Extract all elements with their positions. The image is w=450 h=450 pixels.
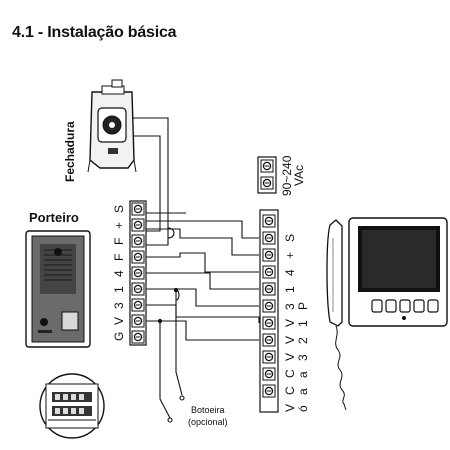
- right-terminal-label: C: [283, 369, 297, 378]
- right-terminal-label: S: [283, 234, 297, 242]
- button-sublabel: (opcional): [188, 417, 228, 427]
- wiring: [132, 117, 260, 423]
- left-terminal-label: 3: [112, 302, 126, 309]
- right-terminal-label: C: [283, 386, 297, 395]
- monitor-handset: [326, 219, 343, 327]
- power-label-unit: VAc: [292, 165, 306, 186]
- doorphone-unit: [25, 230, 91, 348]
- power-label-voltage: 90~240: [280, 155, 294, 196]
- left-terminal-labels: G V 3 1 4 F F + S: [112, 205, 126, 341]
- lock-label: Fechadura: [63, 121, 77, 182]
- left-terminal-block: [129, 200, 147, 346]
- right-terminal-label: 3: [283, 303, 297, 310]
- button-label: Botoeira: [191, 405, 225, 415]
- video-monitor: [348, 217, 448, 327]
- handset-cord: [335, 325, 347, 411]
- electric-lock: [87, 79, 137, 173]
- right-terminal-label: +: [283, 252, 297, 259]
- left-terminal-label: F: [112, 238, 126, 245]
- left-terminal-label: +: [112, 222, 126, 229]
- right-terminal-sublabel: ó: [296, 405, 310, 412]
- right-terminal-sublabel: 1: [296, 320, 310, 327]
- right-terminal-sublabel: P: [296, 302, 310, 310]
- right-terminal-label: V: [283, 319, 297, 327]
- right-terminal-label: V: [283, 353, 297, 361]
- doorphone-label: Porteiro: [29, 210, 79, 225]
- left-terminal-label: F: [112, 254, 126, 261]
- power-terminal: [257, 156, 277, 194]
- left-terminal-label: G: [112, 332, 126, 341]
- right-terminal-label: V: [283, 404, 297, 412]
- section-title: 4.1 - Instalação básica: [12, 24, 177, 41]
- left-terminal-label: V: [112, 317, 126, 325]
- right-terminal-sublabel: a: [296, 388, 310, 395]
- left-terminal-label: 1: [112, 286, 126, 293]
- right-terminal-sublabel: 3: [296, 354, 310, 361]
- right-terminal-label: V: [283, 336, 297, 344]
- right-terminal-block: [259, 209, 279, 413]
- left-terminal-label: 4: [112, 270, 126, 277]
- right-terminal-sublabel: a: [296, 371, 310, 378]
- connector-detail: [39, 373, 105, 439]
- left-terminal-label: S: [112, 205, 126, 213]
- right-terminal-label: 1: [283, 286, 297, 293]
- right-terminal-labels: V C C V V V 3 1 4 + S ó a a 3 2 1 P: [283, 234, 310, 412]
- right-terminal-sublabel: 2: [296, 337, 310, 344]
- right-terminal-label: 4: [283, 269, 297, 276]
